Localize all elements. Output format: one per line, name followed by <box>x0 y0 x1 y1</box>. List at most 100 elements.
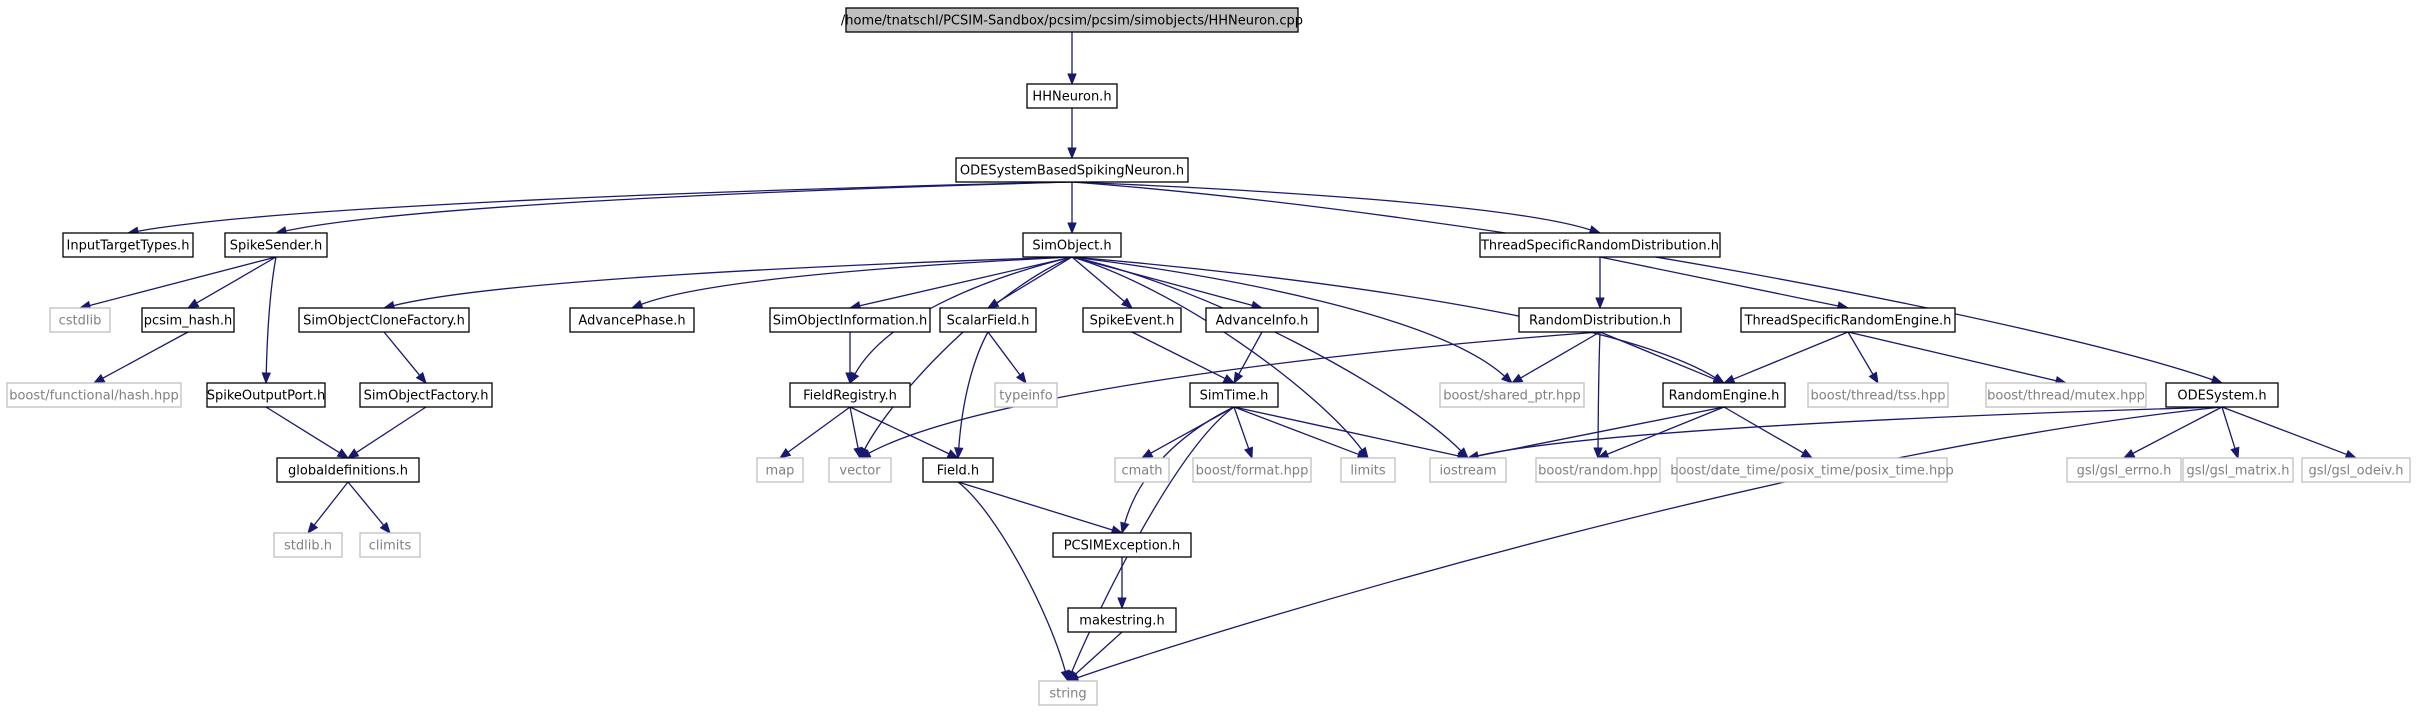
node-box <box>922 457 994 483</box>
node-box <box>1205 307 1319 333</box>
node-tsre[interactable]: ThreadSpecificRandomEngine.h <box>1740 307 1956 333</box>
node-box <box>1518 307 1682 333</box>
edge-line <box>1071 256 1125 303</box>
node-box <box>1082 307 1182 333</box>
edge-line <box>265 406 340 454</box>
node-label: boost/date_time/posix_time/posix_time.hp… <box>1670 464 1954 479</box>
node-label: SimObjectInformation.h <box>773 314 928 329</box>
edge-line <box>1520 331 1601 379</box>
node-sofactory[interactable]: SimObjectFactory.h <box>359 382 493 408</box>
edge-line <box>1723 406 1804 454</box>
node-box <box>1807 382 1949 408</box>
node-randengine[interactable]: RandomEngine.h <box>1662 382 1786 408</box>
node-label: AdvancePhase.h <box>578 314 685 329</box>
edge-line <box>1071 256 1363 451</box>
node-spikeout[interactable]: SpikeOutputPort.h <box>206 382 326 408</box>
edge-randengine-to-posixtime <box>1723 406 1814 459</box>
node-box <box>1662 382 1786 408</box>
edge-line <box>137 181 1073 232</box>
node-label: SimObjectFactory.h <box>364 389 489 404</box>
edge-odessn-to-odesystem <box>1071 181 2224 385</box>
node-gslerrno: gsl/gsl_errno.h <box>2066 457 2182 483</box>
node-pcsimhash[interactable]: pcsim_hash.h <box>141 307 235 333</box>
node-box <box>1022 232 1122 258</box>
node-label: cmath <box>1121 464 1162 479</box>
node-label: stdlib.h <box>284 539 332 554</box>
node-soinfo[interactable]: SimObjectInformation.h <box>769 307 931 333</box>
node-simobject[interactable]: SimObject.h <box>1022 232 1122 258</box>
edge-odesystem-to-gslerrno <box>2122 406 2223 459</box>
edge-simobject-to-soinfo <box>848 256 1073 311</box>
edge-line <box>347 481 385 526</box>
edge-globaldefs-to-climits <box>347 481 391 535</box>
node-simtime[interactable]: SimTime.h <box>1189 382 1279 408</box>
arrowhead-icon <box>1233 371 1244 385</box>
node-inputtarget[interactable]: InputTargetTypes.h <box>62 232 194 258</box>
node-box <box>769 307 931 333</box>
node-cmath: cmath <box>1114 457 1170 483</box>
node-pcsimexc[interactable]: PCSIMException.h <box>1052 532 1192 558</box>
node-box <box>2182 457 2294 483</box>
node-spikesender[interactable]: SpikeSender.h <box>224 232 328 258</box>
node-spikeevent[interactable]: SpikeEvent.h <box>1082 307 1182 333</box>
edge-odessn-to-simobject <box>1067 182 1077 235</box>
edge-line <box>957 481 1066 672</box>
node-advinfo[interactable]: AdvanceInfo.h <box>1205 307 1319 333</box>
edge-line <box>1599 331 1715 380</box>
node-advphase[interactable]: AdvancePhase.h <box>569 307 695 333</box>
edge-odessn-to-tsrd <box>1071 181 1602 235</box>
node-box <box>1985 382 2147 408</box>
node-hhneuron[interactable]: HHNeuron.h <box>1026 83 1118 109</box>
edge-simobject-to-sharedptr <box>1071 256 1513 384</box>
node-label: gsl/gsl_matrix.h <box>2187 464 2290 479</box>
edge-line <box>849 406 950 455</box>
edge-line <box>1233 406 1459 457</box>
node-box <box>1026 83 1118 109</box>
node-globaldefs[interactable]: globaldefinitions.h <box>276 457 420 483</box>
node-label: AdvanceInfo.h <box>1216 314 1309 329</box>
edge-socf-to-sofactory <box>383 331 427 385</box>
edge-tsrd-to-randdist <box>1595 257 1605 310</box>
arrowhead-icon <box>186 298 200 309</box>
node-string: string <box>1038 680 1098 706</box>
arrowhead-icon <box>630 299 644 309</box>
arrowhead-icon <box>1120 297 1134 309</box>
arrowhead-icon <box>307 521 319 535</box>
node-label: gsl/gsl_errno.h <box>2077 464 2172 479</box>
edge-randdist-to-sharedptr <box>1510 331 1601 384</box>
node-box <box>224 232 328 258</box>
edge-simobject-to-spikeevent <box>1071 256 1134 309</box>
node-scalarfield[interactable]: ScalarField.h <box>939 307 1037 333</box>
node-tsrd[interactable]: ThreadSpecificRandomDistribution.h <box>1479 232 1721 258</box>
node-odesystem[interactable]: ODESystem.h <box>2165 382 2279 408</box>
node-socf[interactable]: SimObjectCloneFactory.h <box>298 307 470 333</box>
edge-line <box>285 181 1073 232</box>
edge-odesystem-to-iostream <box>1466 406 2223 461</box>
node-fieldreg[interactable]: FieldRegistry.h <box>789 382 911 408</box>
arrowhead-icon <box>261 372 271 385</box>
node-gslmatrix: gsl/gsl_matrix.h <box>2182 457 2294 483</box>
node-box <box>359 532 421 558</box>
arrowhead-icon <box>1117 597 1127 610</box>
edge-line <box>1597 331 1601 449</box>
node-stdlib: stdlib.h <box>273 532 343 558</box>
node-boosthash: boost/functional/hash.hpp <box>6 382 182 408</box>
nodes-layer: /home/tnatschl/PCSIM-Sandbox/pcsim/pcsim… <box>6 7 2411 706</box>
edge-tsrd-to-tsre <box>1599 256 1850 311</box>
edge-scalarfield-to-typeinfo <box>987 331 1027 385</box>
arrowhead-icon <box>1722 374 1736 384</box>
node-limits: limits <box>1340 457 1396 483</box>
edge-spikesender-to-cstdlib <box>78 256 277 310</box>
node-odessn[interactable]: ODESystemBasedSpikingNeuron.h <box>955 157 1189 183</box>
node-randdist[interactable]: RandomDistribution.h <box>1518 307 1682 333</box>
node-box <box>1429 457 1507 483</box>
edge-simobject-to-vector <box>859 256 1073 460</box>
node-makestring[interactable]: makestring.h <box>1067 607 1177 633</box>
node-field[interactable]: Field.h <box>922 457 994 483</box>
edge-line <box>2221 406 2236 449</box>
edge-line <box>89 256 277 307</box>
edge-spikeevent-to-simtime <box>1131 331 1236 384</box>
edge-tsre-to-tss <box>1847 331 1879 385</box>
edge-line <box>383 331 421 376</box>
edge-randdist-to-randengine <box>1599 331 1726 384</box>
